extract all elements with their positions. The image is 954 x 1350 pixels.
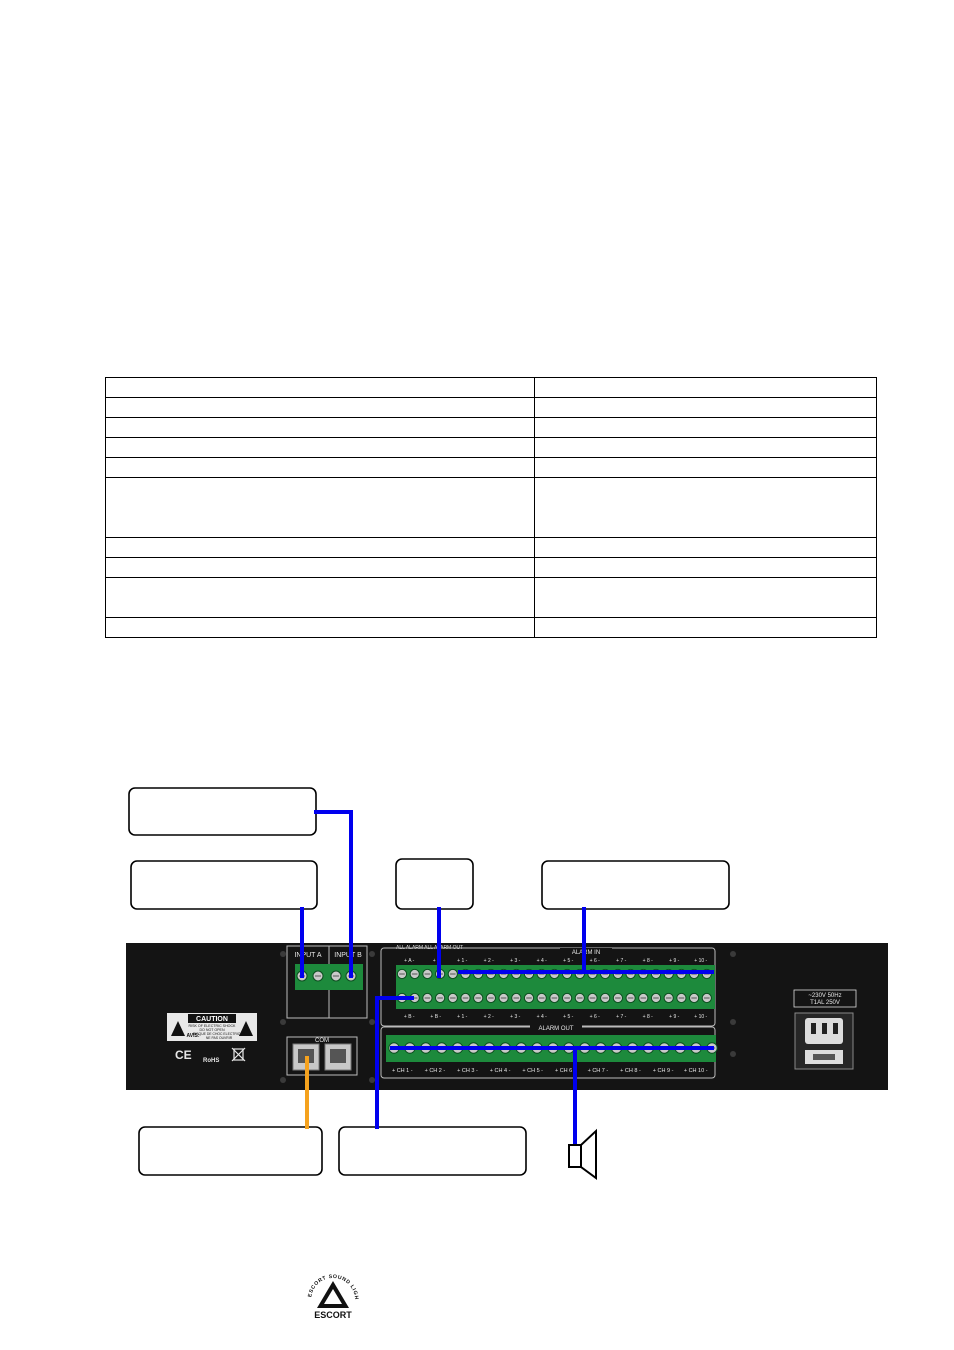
ce-mark: CE (175, 1048, 192, 1062)
alarm-in-top-label: + 4 - (537, 958, 547, 964)
alarm-in-top-label: + 6 - (590, 958, 600, 964)
spec-row (105, 557, 877, 578)
avis-title: AVIS: (187, 1033, 200, 1039)
logo-name: ESCORT (314, 1310, 352, 1320)
logo-triangle-inner (324, 1289, 342, 1304)
spec-value-cell (534, 477, 877, 538)
alarm-in-bottom-label: + 8 - (643, 1014, 653, 1020)
rohs-mark: RoHS (203, 1058, 219, 1064)
spec-table-body (105, 377, 877, 638)
spec-label-cell (105, 577, 535, 618)
spec-row (105, 477, 877, 538)
alarm-in-bottom-label: + 2 - (484, 1014, 494, 1020)
alarm-in-top-label: + A - (404, 958, 414, 964)
warning-triangle-icon (171, 1021, 185, 1036)
input-a-label: INPUT A (294, 952, 321, 959)
callout-box-3 (395, 858, 474, 910)
alarm-out-channel-label: + CH 2 - (425, 1068, 446, 1074)
spec-row (105, 377, 877, 398)
alarm-in-top-label: + 3 - (510, 958, 520, 964)
power-rating-2: T1AL 250V (810, 1000, 840, 1006)
callout-box-4 (541, 860, 730, 910)
callout-box-2 (130, 860, 318, 910)
avis-sub-2: NE PAS OUVRIR (206, 1036, 233, 1040)
input-screws (296, 970, 357, 982)
caution-sub-2: DO NOT OPEN (199, 1028, 224, 1032)
iec-pin (833, 1023, 838, 1034)
alarm-out-channel-label: + CH 8 - (620, 1068, 641, 1074)
warning-triangle-icon (239, 1021, 253, 1036)
alarm-in-bottom-label: + B - (404, 1014, 415, 1020)
alarm-out-channel-label: + CH 4 - (490, 1068, 511, 1074)
alarm-out-channel-label: + CH 5 - (522, 1068, 543, 1074)
wire-alarm-out-b (375, 996, 414, 1129)
alarm-in-top-label: + 10 - (694, 958, 707, 964)
alarm-in-top-label: + 5 - (563, 958, 573, 964)
power-rating-box (793, 989, 857, 1008)
caution-title: CAUTION (196, 1016, 228, 1023)
alarm-out-channel-label: + CH 7 - (588, 1068, 609, 1074)
alarm-out-channel-label: + CH 6 - (555, 1068, 576, 1074)
alarm-in-bottom-label: + 1 - (457, 1014, 467, 1020)
alarm-in-bottom-label: + 4 - (537, 1014, 547, 1020)
callout-box-1 (128, 787, 317, 836)
alarm-in-top-label: + 8 - (643, 958, 653, 964)
alarm-in-bottom-label: + 3 - (510, 1014, 520, 1020)
alarm-in-top-label: + 7 - (616, 958, 626, 964)
panel-screws (280, 951, 736, 1083)
weee-bin-icon (231, 1047, 246, 1062)
alarm-in-bottom-label: + 5 - (563, 1014, 573, 1020)
alarm-in-bottom-label: + 7 - (616, 1014, 626, 1020)
spec-value-cell (534, 617, 877, 638)
alarm-in-top-label: + 9 - (669, 958, 679, 964)
alarm-in-top-labels: + A - + - + 1 - + 2 - + 3 - + 4 - + 5 - + 6 - + … (404, 958, 707, 964)
callout-box-6 (338, 1126, 527, 1176)
alarm-out-label-bg (530, 1024, 582, 1031)
input-b-label: INPUT B (334, 952, 362, 959)
caution-title-bg (188, 1014, 236, 1023)
alarm-in-bottom-label: + 10 - (694, 1014, 707, 1020)
alarm-in-bottom-label: + B - (430, 1014, 441, 1020)
spec-table (105, 377, 877, 638)
spec-value-cell (534, 577, 877, 618)
com-label: COM (315, 1038, 329, 1044)
alarm-in-top-label: + - (433, 958, 439, 964)
spec-row (105, 577, 877, 618)
speaker-icon (568, 1128, 597, 1180)
alarm-out-label: ALARM OUT (538, 1026, 573, 1032)
iec-pin (811, 1023, 816, 1034)
alarm-in-top-label: + 2 - (484, 958, 494, 964)
com-frame (286, 1036, 358, 1076)
callout-box-5 (138, 1126, 323, 1176)
alarm-out-channel-label: + CH 10 - (684, 1068, 708, 1074)
alarm-in-bottom-label: + 6 - (590, 1014, 600, 1020)
alarm-out-channel-labels: + CH 1 - + CH 2 - + CH 3 - + CH 4 - + CH 5 -… (392, 1068, 708, 1074)
alarm-out-channel-label: + CH 1 - (392, 1068, 413, 1074)
fuse (813, 1054, 835, 1060)
com-port-right-socket (330, 1049, 346, 1063)
spec-row (105, 617, 877, 638)
power-rating-1: ~230V 50Hz (808, 993, 841, 999)
alarm-in-top-label: + 1 - (457, 958, 467, 964)
iec-pin (822, 1023, 827, 1034)
alarm-out-channel-label: + CH 9 - (653, 1068, 674, 1074)
avis-sub-1: RISQUE DE CHOC ELECTRIQUE (193, 1032, 246, 1036)
wires (300, 810, 714, 1152)
alarm-out-channel-label: + CH 3 - (457, 1068, 478, 1074)
alarm-in-bottom-label: + 9 - (669, 1014, 679, 1020)
caution-sub-1: RISK OF ELECTRIC SHOCK (189, 1024, 237, 1028)
alarm-in-bottom-labels: + B - + B - + 1 - + 2 - + 3 - + 4 - + 5 - + 6 -… (404, 1014, 708, 1020)
wire-input-b (314, 810, 353, 978)
